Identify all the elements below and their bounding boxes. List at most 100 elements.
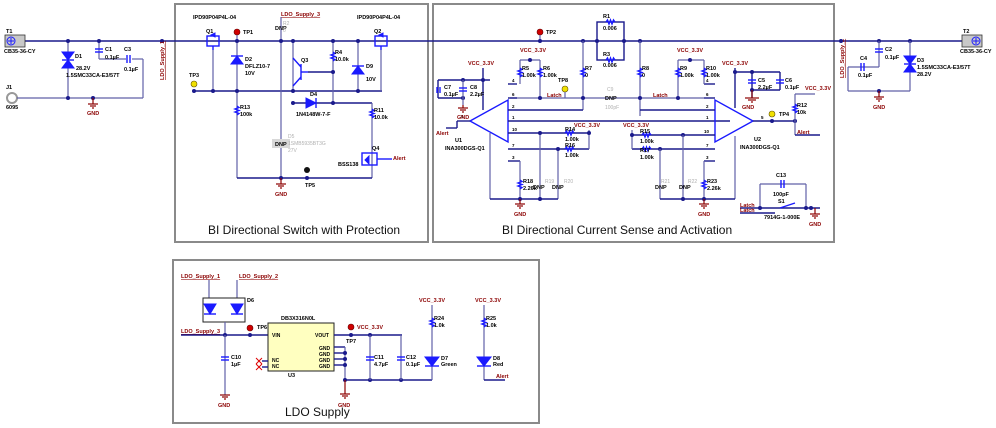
ldo-supply-3-netlabel[interactable]: LDO_Supply_3 [281,12,320,18]
C8-ref: C8 [470,85,477,91]
sense-section-title: BI Directional Current Sense and Activat… [502,223,732,237]
vcc-label-ldo-out: VCC_3.3V [357,325,383,331]
R13-value: 100k [240,112,253,118]
S1-ref: S1 [778,199,785,205]
C1-ref: C1 [105,47,112,53]
R8-resistor [636,67,644,78]
ldo-supply-2-netlabel-ldo[interactable]: LDO_Supply_2 [239,274,278,280]
TP2-testpoint[interactable] [536,28,544,36]
alert-net-d8[interactable]: Alert [496,374,509,380]
U1-pin7: 7 [512,143,515,148]
U2-pin7: 7 [706,143,709,148]
R24-resistor [428,317,436,328]
R3-value: 0.006 [603,63,617,69]
R14-value: 1.00k [565,137,580,143]
ldo-supply-1-netlabel-ldo[interactable]: LDO_Supply_1 [181,274,220,280]
J1-value: 6095 [6,105,18,111]
vcc-label-r15: VCC_3.3V [623,123,649,129]
gnd-label-8: GND [873,105,885,111]
U2-pin5: 5 [761,115,764,120]
C9-ref: C9 [607,87,614,93]
C2-value: 0.1µF [885,55,900,61]
D8-led-red [475,356,493,367]
C13-ref: C13 [776,173,786,179]
C2-ref: C2 [885,47,892,53]
latch-net-u1[interactable]: Latch [547,93,562,99]
TP5-testpoint[interactable] [304,167,310,173]
U3-pin-vin: VIN [272,333,281,339]
latch-net-u2[interactable]: Latch [653,93,668,99]
U1-pin10: 10 [512,127,518,132]
C13-capacitor [780,180,785,188]
R9-value: 1.00k [680,73,695,79]
gnd-symbol-3 [458,105,468,113]
R6-resistor [536,67,544,78]
C1-capacitor [95,48,103,53]
vcc-label-u2: VCC_3.3V [722,61,748,67]
D6-diode-b [230,303,244,315]
R21-dnp: DNP [655,185,667,191]
latch-net-s1-a[interactable]: Latch [740,203,755,209]
alert-net-u2[interactable]: Alert [797,130,810,136]
R4-value: 10.0k [335,57,350,63]
alert-net-u1[interactable]: Alert [436,131,449,137]
R14-resistor [564,129,575,137]
T1-terminal[interactable] [4,34,26,48]
TP3-testpoint[interactable] [190,80,198,88]
S1-switch[interactable] [779,202,796,209]
ldo-supply-2-netlabel[interactable]: LDO_Supply_2 [840,39,846,78]
C11-ref: C11 [374,355,384,361]
J1-ref: J1 [6,85,12,91]
C7-value: 0.1µF [444,92,459,98]
C3-capacitor [126,55,131,63]
D6-dual-diode-package [202,297,246,323]
D3-value: 28.2V [917,72,932,78]
R6-ref: R6 [543,66,550,72]
J1-connector[interactable] [6,92,18,104]
D2-zener [230,55,244,65]
R19-ref: R19 [545,179,554,185]
C1-value: 0.1µF [105,55,120,61]
TP3-label: TP3 [189,73,199,79]
alert-net-q4[interactable]: Alert [393,156,406,162]
ldo-supply-3-netlabel-ldo[interactable]: LDO_Supply_3 [181,329,220,335]
R19-dnp: DNP [533,185,545,191]
Q4-mosfet [361,152,392,166]
TP8-label: TP8 [558,78,568,84]
D7-value: Green [441,362,458,368]
C5-ref: C5 [758,78,765,84]
TP8-testpoint[interactable] [561,85,569,93]
C2-capacitor [875,48,883,53]
TP4-testpoint[interactable] [768,110,776,118]
T1-ref: T1 [6,29,12,35]
R7-resistor [579,67,587,78]
R6-value: 1.00k [543,73,558,79]
R24-ref: R24 [434,316,445,322]
R21-ref: R21 [661,179,670,185]
TP6-label: TP6 [257,325,267,331]
sense-section-box [432,3,835,243]
T2-terminal[interactable] [961,34,983,48]
TP7-testpoint[interactable] [347,323,355,331]
gnd-symbol-9 [220,394,230,400]
C5-capacitor [748,79,756,84]
gnd-symbol-10 [340,380,350,399]
C9-value: 100pF [605,105,619,111]
U1-part: INA300DGS-Q1 [445,146,485,152]
TP1-testpoint[interactable] [233,28,241,36]
U3-pin-gnd7: GND [319,346,331,352]
R17-ref: R17 [640,148,650,154]
gnd-label-9: GND [218,403,230,409]
ldo-supply-1-netlabel[interactable]: LDO_Supply_1 [160,41,166,80]
R15-value: 1.00k [640,139,655,145]
C13-value: 100pF [773,192,790,198]
R15-ref: R15 [640,129,650,135]
R7-ref: R7 [585,66,592,72]
D2-part: DFLZ10-7 [245,64,270,70]
U3-part: DB3X316N0L [281,316,316,322]
Q2-part: IPD90P04P4L-04 [357,15,401,21]
U2-part: INA300DGS-Q1 [740,145,780,151]
latch-net-s1-b[interactable]: Latch [740,208,755,214]
TP6-testpoint[interactable] [246,324,254,332]
gnd-symbol-8 [874,91,884,102]
